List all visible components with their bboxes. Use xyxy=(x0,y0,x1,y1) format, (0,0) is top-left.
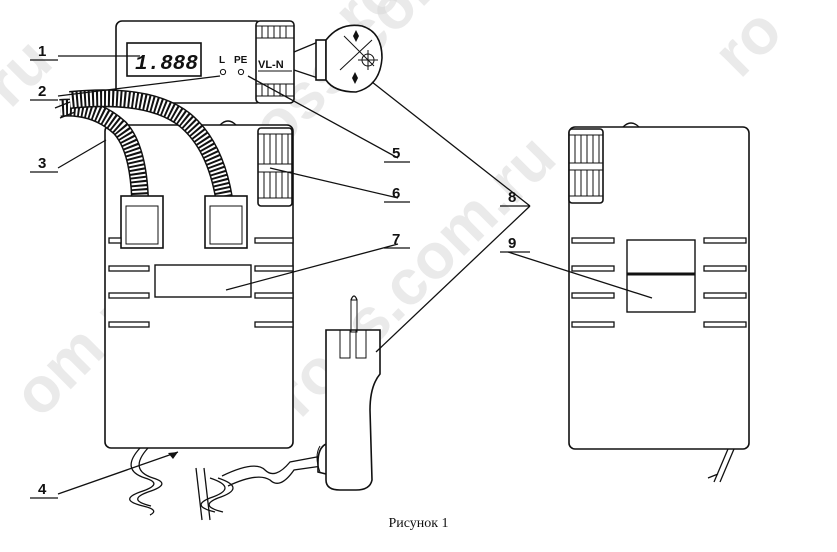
euro-plug-head xyxy=(325,24,383,93)
callout-4: 4 xyxy=(38,481,47,498)
device-back-view xyxy=(568,122,750,483)
led-l-indicator xyxy=(219,68,227,76)
display-unit: 1.888 L PE VL-N xyxy=(115,20,383,104)
callout-9: 9 xyxy=(508,235,516,252)
led-pe-indicator xyxy=(237,68,245,76)
lcd-reading: 1.888 xyxy=(135,53,198,76)
switch-label: VL-N xyxy=(258,59,284,71)
braided-cables xyxy=(54,89,233,200)
back-label-panel xyxy=(626,239,696,313)
callout-numbers: 1 2 3 4 5 6 7 8 9 xyxy=(38,43,516,498)
led-label-pe: PE xyxy=(234,55,248,66)
figure-caption: Рисунок 1 xyxy=(388,516,449,531)
plug-body xyxy=(316,295,381,491)
watermark: ro xyxy=(699,0,795,90)
lcd-screen xyxy=(126,42,202,77)
device-front-view xyxy=(54,89,381,521)
led-label-l: L xyxy=(219,55,225,66)
leader-lines xyxy=(30,55,653,499)
callout-2: 2 xyxy=(38,83,46,100)
callout-5: 5 xyxy=(392,145,400,162)
watermark: ru xyxy=(0,24,65,120)
callout-8: 8 xyxy=(508,189,516,206)
callout-1: 1 xyxy=(38,43,46,60)
label-window xyxy=(154,264,252,298)
callout-6: 6 xyxy=(392,185,400,202)
coiled-cord xyxy=(129,447,323,521)
callout-7: 7 xyxy=(392,231,400,248)
rotary-knob xyxy=(257,127,293,207)
watermark: ross.com.ru xyxy=(259,120,569,430)
callout-3: 3 xyxy=(38,155,46,172)
